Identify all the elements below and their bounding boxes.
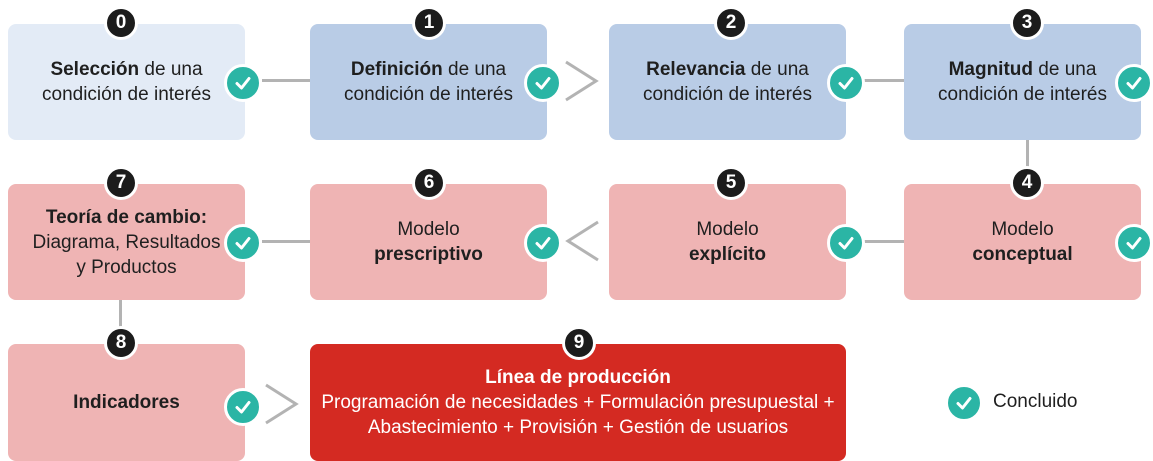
step-8-number: 8 — [104, 326, 138, 360]
step-3-box: Magnitud de una condición de interés — [904, 24, 1141, 140]
step-9-line2: Programación de necesidades + Formulació… — [321, 392, 835, 413]
step-3-title: Magnitud — [948, 59, 1034, 80]
step-9-title: Línea de producción — [485, 367, 671, 388]
step-5-number: 5 — [714, 166, 748, 200]
step-4-number: 4 — [1010, 166, 1044, 200]
step-3-line2: condición de interés — [938, 84, 1107, 105]
step-8-title: Indicadores — [73, 392, 180, 413]
step-2-title: Relevancia — [646, 59, 746, 80]
step-6-title: prescriptivo — [374, 244, 483, 265]
step-9-number: 9 — [562, 326, 596, 360]
step-1-box: Definición de una condición de interés — [310, 24, 547, 140]
step-7-box: Teoría de cambio: Diagrama, Resultados y… — [8, 184, 245, 300]
step-5-check-icon — [827, 224, 865, 262]
step-3-number: 3 — [1010, 6, 1044, 40]
step-6-line1: Modelo — [397, 219, 460, 240]
connector-3-4 — [1026, 140, 1029, 186]
arrow-1-2 — [565, 60, 599, 102]
step-6-number: 6 — [412, 166, 446, 200]
step-5-line1: Modelo — [696, 219, 759, 240]
step-0-box: Selección de una condición de interés — [8, 24, 245, 140]
step-1-check-icon — [524, 64, 562, 102]
step-8-box: Indicadores — [8, 344, 245, 461]
step-0-suffix: de una — [139, 59, 203, 80]
step-7-line2: Diagrama, Resultados — [32, 231, 221, 253]
step-1-number: 1 — [412, 6, 446, 40]
step-2-box: Relevancia de una condición de interés — [609, 24, 846, 140]
step-6-box: Modelo prescriptivo — [310, 184, 547, 300]
arrow-5-6 — [565, 220, 599, 262]
step-4-box: Modelo conceptual — [904, 184, 1141, 300]
step-0-line2: condición de interés — [42, 84, 211, 105]
connector-4-5 — [862, 240, 906, 243]
step-7-line3: y Productos — [76, 256, 177, 278]
step-6-check-icon — [524, 224, 562, 262]
connector-7-8 — [119, 300, 122, 344]
connector-2-3 — [862, 79, 906, 82]
step-2-line2: condición de interés — [643, 84, 812, 105]
step-2-check-icon — [827, 64, 865, 102]
step-0-number: 0 — [104, 6, 138, 40]
step-1-suffix: de una — [442, 59, 507, 80]
step-7-title: Teoría de cambio: — [45, 206, 208, 228]
step-9-box: Línea de producción Programación de nece… — [310, 344, 846, 461]
step-7-check-icon — [224, 224, 262, 262]
step-5-title: explícito — [688, 244, 767, 265]
step-0-check-icon — [224, 64, 262, 102]
step-1-title: Definición — [350, 59, 443, 80]
step-4-title: conceptual — [972, 244, 1073, 265]
step-5-box: Modelo explícito — [609, 184, 846, 300]
connector-0-1 — [262, 79, 312, 82]
legend-label: Concluido — [993, 391, 1078, 412]
step-4-check-icon — [1115, 224, 1153, 262]
step-0-title: Selección — [50, 59, 140, 80]
step-3-suffix: de una — [1033, 59, 1097, 80]
step-3-check-icon — [1115, 64, 1153, 102]
step-9-line3: Abastecimiento + Provisión + Gestión de … — [367, 417, 789, 438]
legend-check-icon — [945, 384, 983, 422]
step-2-suffix: de una — [745, 59, 809, 80]
step-1-line2: condición de interés — [344, 84, 513, 105]
step-2-number: 2 — [714, 6, 748, 40]
step-4-line1: Modelo — [991, 219, 1054, 240]
step-7-number: 7 — [104, 166, 138, 200]
connector-6-7 — [262, 240, 312, 243]
arrow-8-9 — [265, 383, 299, 425]
step-8-check-icon — [224, 388, 262, 426]
